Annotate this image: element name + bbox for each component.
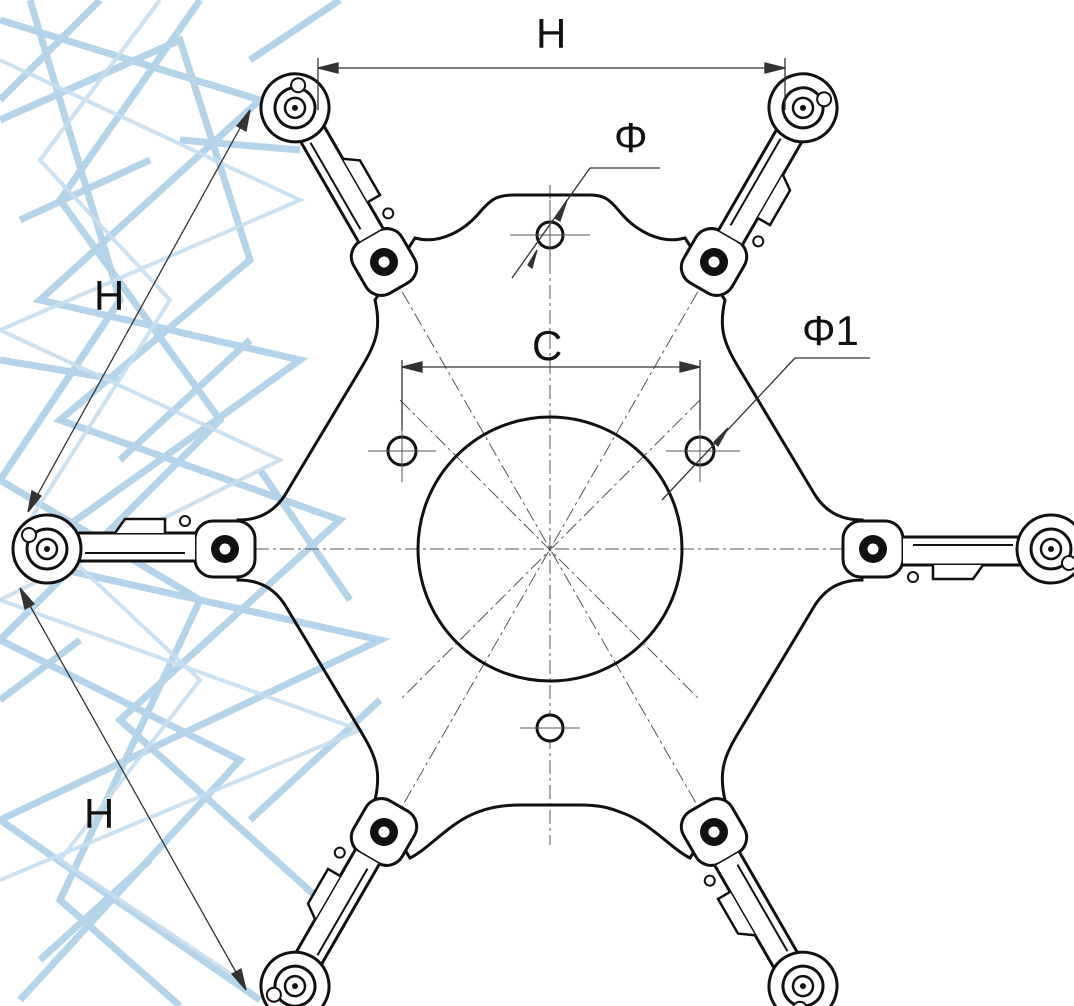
dim-label-c: C (532, 322, 562, 369)
arm-bottom-right (668, 787, 851, 1006)
dim-label-top-h: H (536, 10, 566, 57)
center-bore (416, 415, 684, 683)
arm-top-left (247, 59, 430, 307)
dimension-lines (19, 58, 870, 991)
mount-plate-outline (236, 193, 864, 860)
arm-left (11, 513, 257, 585)
arm-right (841, 513, 1074, 585)
dim-label-phi1: Φ1 (802, 307, 859, 354)
dim-label-phi: Φ (614, 114, 648, 161)
arm-bottom-left (247, 787, 430, 1006)
dim-label-left-upper-h: H (94, 272, 124, 319)
arm-top-right (668, 59, 851, 307)
dim-label-left-lower-h: H (84, 790, 114, 837)
